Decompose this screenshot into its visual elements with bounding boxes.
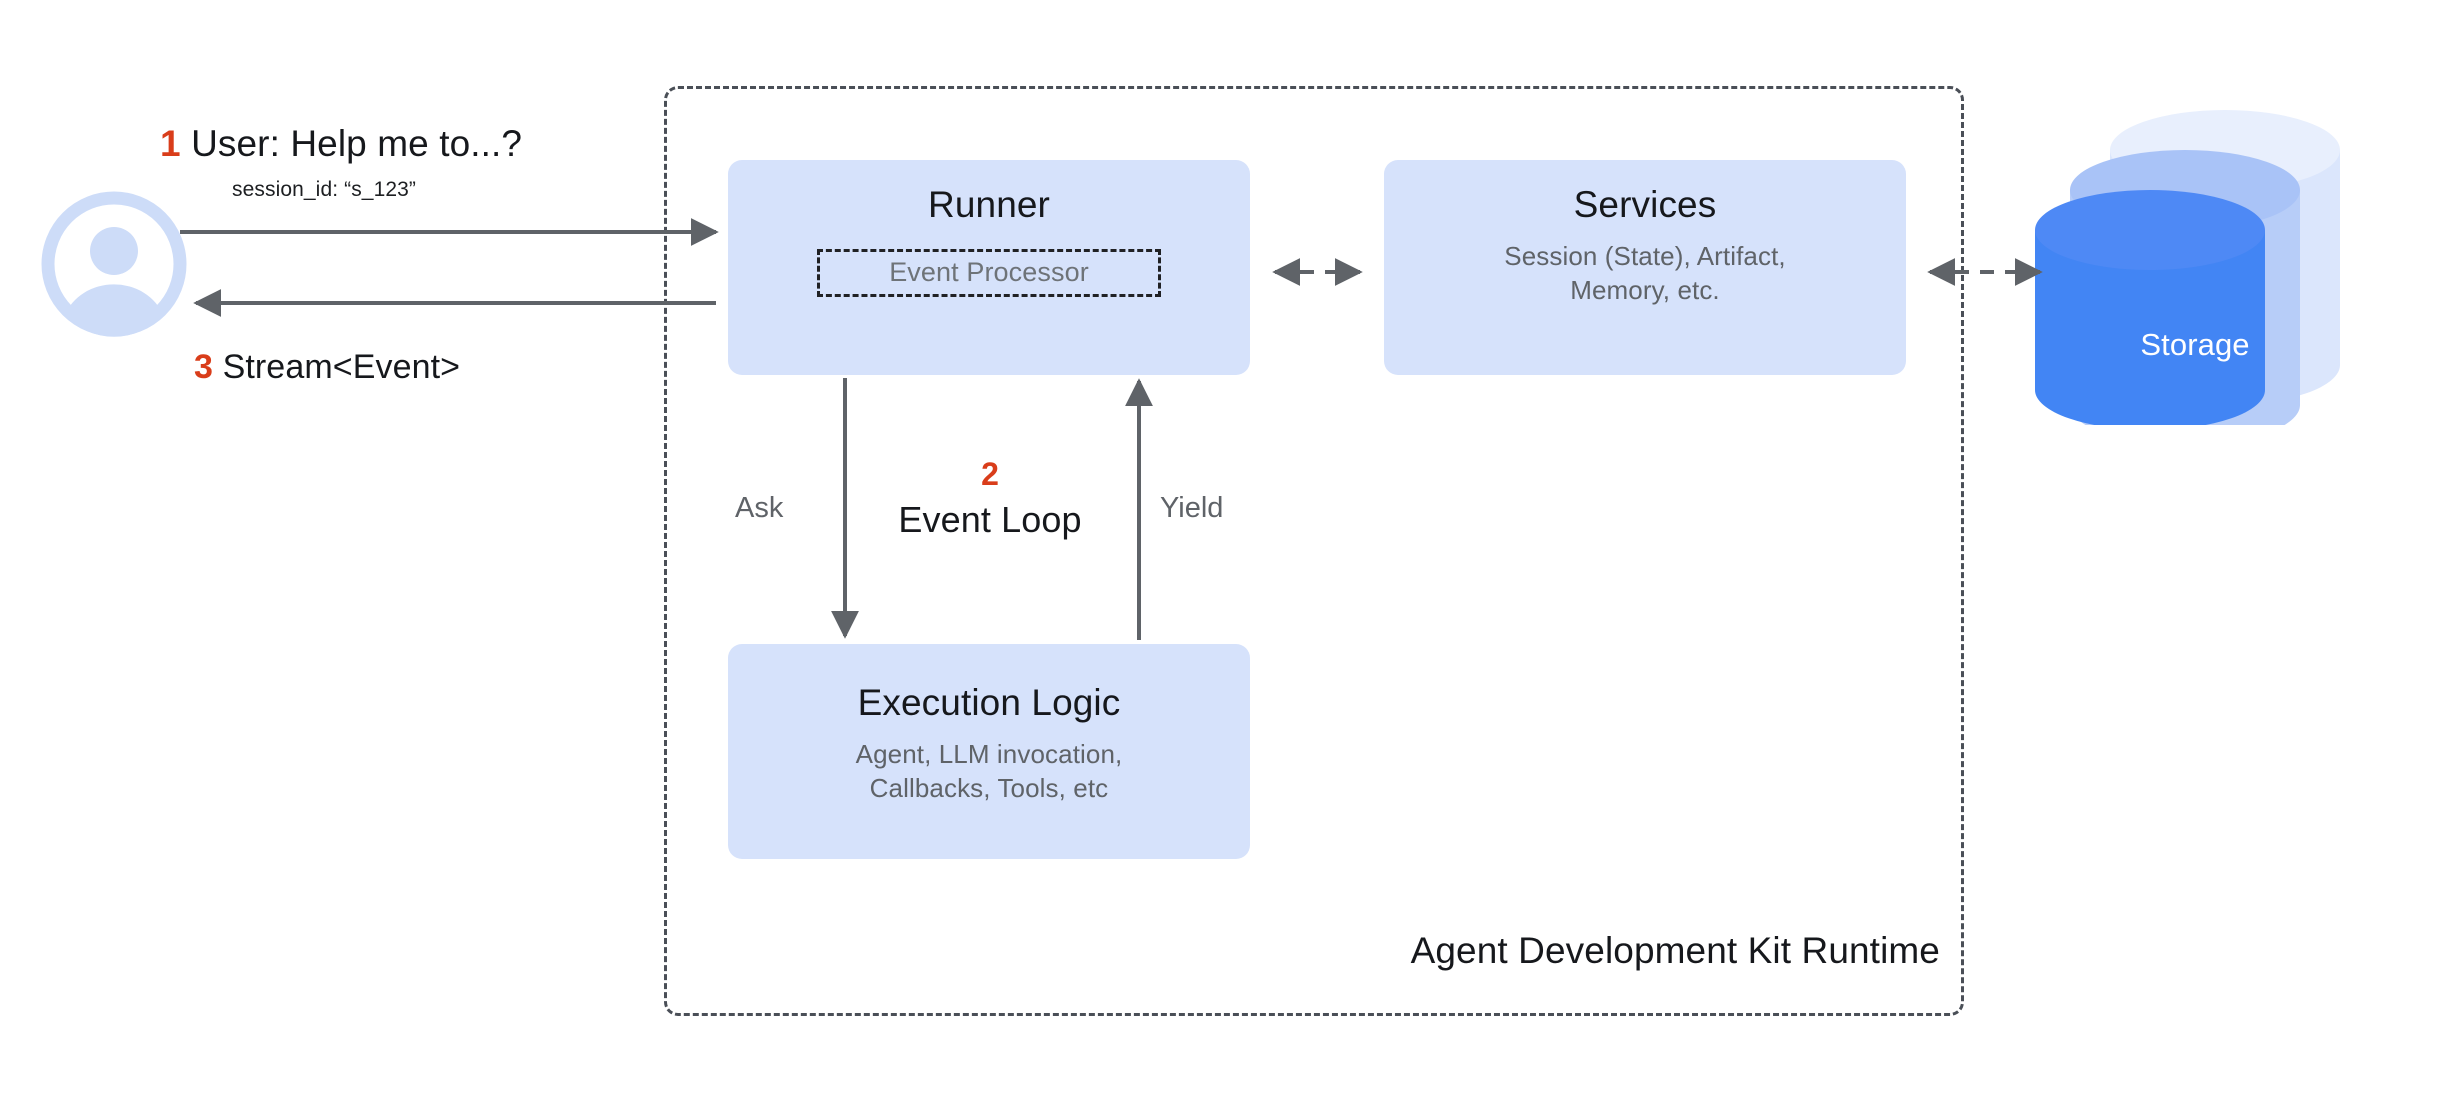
ask-edge-label: Ask	[735, 492, 784, 524]
runtime-boundary-box	[664, 86, 1964, 1016]
runner-title: Runner	[928, 184, 1050, 225]
session-id-label: session_id: “s_123”	[232, 178, 416, 201]
execution-logic-title: Execution Logic	[857, 682, 1121, 723]
services-node[interactable]: Services Session (State), Artifact, Memo…	[1384, 160, 1906, 375]
storage-cylinder-group[interactable]	[2025, 95, 2425, 445]
step-3-text: Stream<Event>	[222, 348, 461, 386]
step-1-number: 1	[160, 123, 181, 164]
runner-node[interactable]: Runner Event Processor	[728, 160, 1250, 375]
step-2-text: Event Loop	[898, 499, 1082, 541]
execution-logic-subtitle: Agent, LLM invocation, Callbacks, Tools,…	[855, 738, 1123, 803]
yield-edge-label: Yield	[1160, 492, 1224, 524]
step-2-number: 2	[981, 456, 999, 492]
storage-cylinder-front	[2035, 190, 2265, 430]
storage-label: Storage	[2140, 327, 2250, 362]
step-3-number: 3	[194, 348, 214, 386]
services-title: Services	[1573, 184, 1717, 225]
user-avatar-icon	[40, 190, 188, 338]
event-loop-label: 2 Event Loop	[855, 455, 1125, 542]
runtime-title-label: Agent Development Kit Runtime	[1410, 930, 1940, 971]
event-processor-chip[interactable]: Event Processor	[817, 248, 1161, 297]
services-subtitle: Session (State), Artifact, Memory, etc.	[1504, 240, 1786, 305]
step-1-text: User: Help me to...?	[191, 123, 523, 164]
step-3-label: 3 Stream<Event>	[194, 348, 460, 387]
execution-logic-node[interactable]: Execution Logic Agent, LLM invocation, C…	[728, 644, 1250, 859]
step-1-label: 1 User: Help me to...?	[160, 123, 522, 165]
